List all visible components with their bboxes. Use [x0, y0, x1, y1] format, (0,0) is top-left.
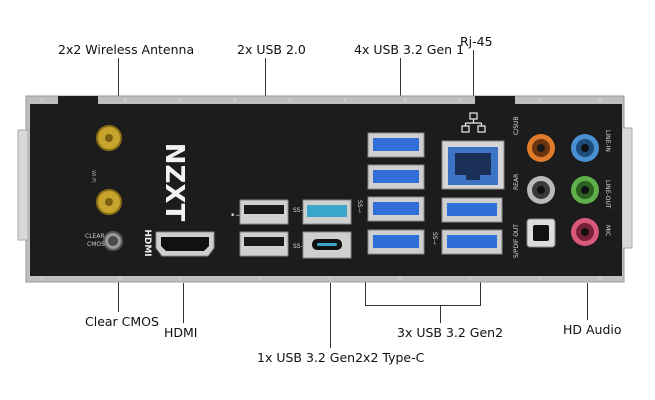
usb32-gen1-port-1	[367, 132, 425, 158]
label-usb20: 2x USB 2.0	[237, 42, 306, 57]
mic-print: MIC	[604, 225, 611, 236]
usb20-port-top	[239, 199, 289, 225]
leader-clear-cmos	[118, 276, 119, 312]
audio-jack-line-in	[571, 134, 599, 162]
svg-text:SS⇾: SS⇾	[293, 243, 306, 250]
nzxt-logo: NZXT	[159, 143, 189, 222]
audio-jack-mic	[571, 218, 599, 246]
wifi-antenna-connector-top	[96, 125, 122, 151]
usb20-port-bottom	[239, 231, 289, 257]
clear-cmos-print-2: CMOS	[87, 241, 105, 248]
svg-text:SS⇾: SS⇾	[356, 200, 363, 213]
shield-left-ear	[17, 129, 29, 241]
hdmi-print: HDMI	[142, 229, 152, 256]
audio-jack-csub	[527, 134, 555, 162]
usb32-gen1-port-2	[367, 164, 425, 190]
usb32-gen1-port-4	[367, 229, 425, 255]
label-usb-typec: 1x USB 3.2 Gen2x2 Type-C	[257, 350, 425, 365]
usb32-teal-port	[302, 199, 352, 225]
leader-usb-typec	[330, 283, 331, 348]
svg-text:SS⇾: SS⇾	[293, 207, 306, 214]
leader-hdmi	[183, 283, 184, 323]
label-hd-audio: HD Audio	[563, 322, 622, 337]
svg-text:SS⇾: SS⇾	[431, 232, 438, 245]
audio-jack-rear	[527, 176, 555, 204]
usb-typec-port	[302, 231, 352, 259]
csub-print: C/SUB	[513, 116, 520, 135]
leader-usb32-gen2-bar	[365, 305, 481, 306]
usb32-gen2-port-2	[441, 229, 503, 255]
leader-usb32-gen2-right	[480, 270, 481, 305]
shield-right-ear	[621, 127, 633, 249]
audio-jack-line-out	[571, 176, 599, 204]
wifi-antenna-connector-bottom	[96, 189, 122, 215]
usb32-gen1-port-3	[367, 196, 425, 222]
leader-usb32-gen1	[400, 58, 401, 98]
hdmi-port	[155, 231, 215, 257]
shield-top-tab	[58, 96, 98, 104]
spdif-print: S/PDIF OUT	[513, 224, 520, 258]
wifi-print: WI-FI	[90, 170, 96, 183]
network-icon	[461, 112, 486, 133]
line-out-print: LINE-OUT	[604, 180, 611, 209]
leader-usb32-gen2-center	[440, 305, 441, 323]
rj45-port	[441, 140, 505, 190]
clear-cmos-print-1: CLEAR	[85, 233, 105, 240]
label-usb32-gen1: 4x USB 3.2 Gen 1	[354, 42, 465, 57]
leader-rj45	[473, 50, 474, 98]
usb2-symbol: •⇾	[230, 211, 243, 221]
label-usb32-gen2: 3x USB 3.2 Gen2	[397, 325, 504, 340]
shield-top-tab-2	[475, 96, 515, 104]
label-clear-cmos: Clear CMOS	[85, 314, 159, 329]
leader-wireless-antenna	[118, 58, 119, 98]
leader-usb20	[265, 58, 266, 98]
label-rj45: Rj-45	[460, 34, 493, 49]
clear-cmos-button	[103, 231, 123, 251]
label-wireless-antenna: 2x2 Wireless Antenna	[58, 42, 195, 57]
line-in-print: LINE-IN	[604, 130, 611, 152]
leader-usb32-gen2-left	[365, 270, 366, 305]
leader-hd-audio	[587, 283, 588, 320]
usb32-gen2-port-1	[441, 197, 503, 223]
label-hdmi: HDMI	[164, 325, 198, 340]
spdif-out-port	[526, 218, 556, 248]
rear-print: REAR	[513, 174, 520, 190]
